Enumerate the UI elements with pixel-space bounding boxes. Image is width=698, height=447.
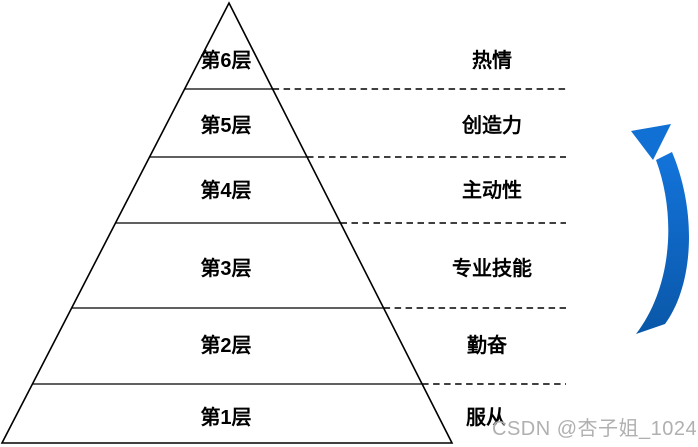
pyramid-divider-lines [32,88,423,385]
level-labels: 第6层 第5层 第4层 第3层 第2层 第1层 [200,48,251,429]
trait-labels: 热情 创造力 主动性 专业技能 勤奋 服从 [452,48,532,429]
level-label-2: 第2层 [200,333,251,357]
level-label-6: 第6层 [200,48,251,72]
level-label-5: 第5层 [200,113,251,137]
trait-label-5: 创造力 [461,113,522,137]
level-label-1: 第1层 [200,405,251,429]
dashed-leader-lines [272,88,566,385]
upward-curved-arrow-icon [631,124,689,334]
arrow-body [636,152,689,334]
watermark: CSDN @杏子姐_1024 [492,417,697,440]
trait-label-6: 热情 [472,48,512,72]
level-label-3: 第3层 [200,256,251,280]
trait-label-4: 主动性 [462,178,522,202]
arrow-head [631,124,671,160]
trait-label-3: 专业技能 [452,256,532,280]
level-label-4: 第4层 [200,178,251,202]
trait-label-1: 服从 [466,406,506,429]
trait-label-2: 勤奋 [467,333,508,357]
